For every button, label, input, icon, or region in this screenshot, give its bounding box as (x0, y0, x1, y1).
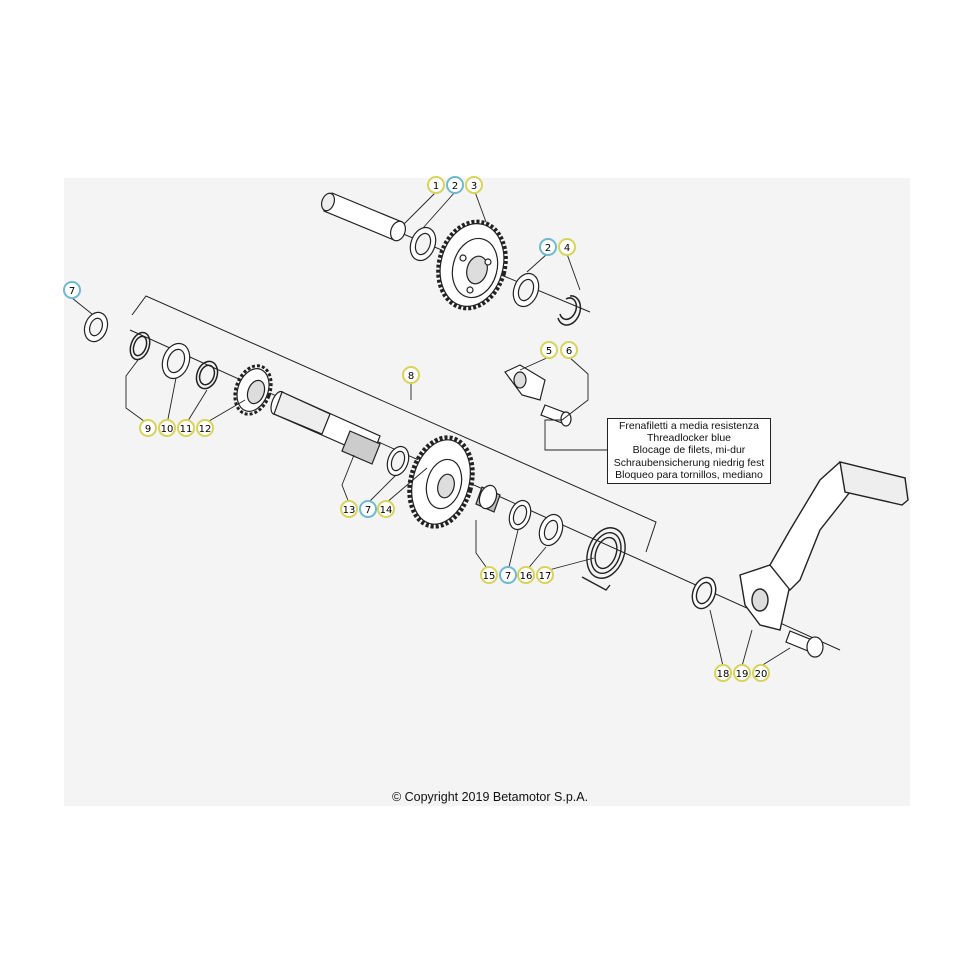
callout-17: 17 (536, 566, 554, 584)
needle-bearing-15 (475, 484, 501, 513)
callout-2b: 2 (539, 238, 557, 256)
note-line-it: Frenafiletti a media resistenza (618, 420, 760, 432)
svg-text:4: 4 (564, 243, 570, 254)
circlip-part-9 (129, 331, 151, 361)
callout-8: 8 (402, 366, 420, 384)
svg-text:9: 9 (145, 424, 151, 435)
washer-part-14 (386, 445, 410, 477)
washer-part-10 (161, 342, 191, 380)
callout-1: 1 (427, 176, 445, 194)
threadlocker-note: Frenafiletti a media resistenza Threadlo… (607, 418, 771, 484)
callout-16: 16 (517, 566, 535, 584)
bolt-part-20 (785, 630, 824, 658)
seal-part-18 (691, 576, 717, 610)
note-line-fr: Blocage de filets, mi-dur (632, 444, 746, 457)
svg-text:19: 19 (736, 669, 749, 680)
svg-text:2: 2 (545, 243, 551, 254)
svg-text:6: 6 (566, 346, 572, 357)
main-gear (407, 435, 475, 529)
callout-7c: 7 (499, 566, 517, 584)
callout-10: 10 (158, 419, 176, 437)
callout-2: 2 (446, 176, 464, 194)
group-bracket (131, 295, 657, 553)
leader-lines (71, 191, 791, 667)
sleeve-part (320, 192, 407, 242)
note-line-es: Bloqueo para tornillos, mediano (615, 468, 763, 481)
note-line-de: Schraubensicherung niedrig fest (613, 456, 765, 469)
callout-3: 3 (465, 176, 483, 194)
svg-text:20: 20 (755, 669, 768, 680)
callout-7b: 7 (359, 500, 377, 518)
callout-6: 6 (560, 341, 578, 359)
svg-text:7: 7 (69, 286, 75, 297)
bolt-part-6 (540, 404, 572, 427)
svg-text:5: 5 (546, 346, 552, 357)
svg-text:15: 15 (483, 571, 496, 582)
svg-text:7: 7 (365, 505, 371, 516)
washer-part-2 (512, 272, 540, 308)
svg-text:7: 7 (505, 571, 511, 582)
svg-text:11: 11 (180, 424, 193, 435)
bush-part-16 (538, 513, 564, 547)
svg-text:18: 18 (717, 669, 730, 680)
callout-18: 18 (714, 664, 732, 682)
callout-12: 12 (196, 419, 214, 437)
callout-7a: 7 (63, 281, 81, 299)
washer-part (409, 226, 437, 262)
svg-text:12: 12 (199, 424, 212, 435)
svg-text:10: 10 (161, 424, 174, 435)
svg-text:13: 13 (343, 505, 356, 516)
svg-text:16: 16 (520, 571, 533, 582)
kick-shaft (270, 390, 381, 465)
circlip-part-11 (195, 360, 219, 390)
callout-4: 4 (558, 238, 576, 256)
callout-15: 15 (480, 566, 498, 584)
svg-text:14: 14 (380, 505, 393, 516)
spring-part-17 (581, 527, 626, 591)
callout-20: 20 (752, 664, 770, 682)
svg-text:2: 2 (452, 181, 458, 192)
svg-text:1: 1 (433, 181, 439, 192)
circlip-part (557, 295, 582, 326)
callout-11: 11 (177, 419, 195, 437)
guide-bracket-5 (504, 364, 546, 401)
svg-text:17: 17 (539, 571, 552, 582)
callout-9: 9 (139, 419, 157, 437)
note-line-en: Threadlocker blue (646, 432, 732, 445)
svg-text:8: 8 (408, 371, 414, 382)
callout-19: 19 (733, 664, 751, 682)
kick-lever-19 (739, 461, 909, 631)
svg-text:3: 3 (471, 181, 477, 192)
callout-5: 5 (540, 341, 558, 359)
washer-part-7b (508, 499, 532, 531)
washer-part-7 (83, 311, 109, 343)
copyright-text: © Copyright 2019 Betamotor S.p.A. (391, 790, 589, 804)
gear-part (436, 219, 508, 311)
ratchet-part-12 (233, 364, 273, 416)
callout-14: 14 (377, 500, 395, 518)
callout-13: 13 (340, 500, 358, 518)
